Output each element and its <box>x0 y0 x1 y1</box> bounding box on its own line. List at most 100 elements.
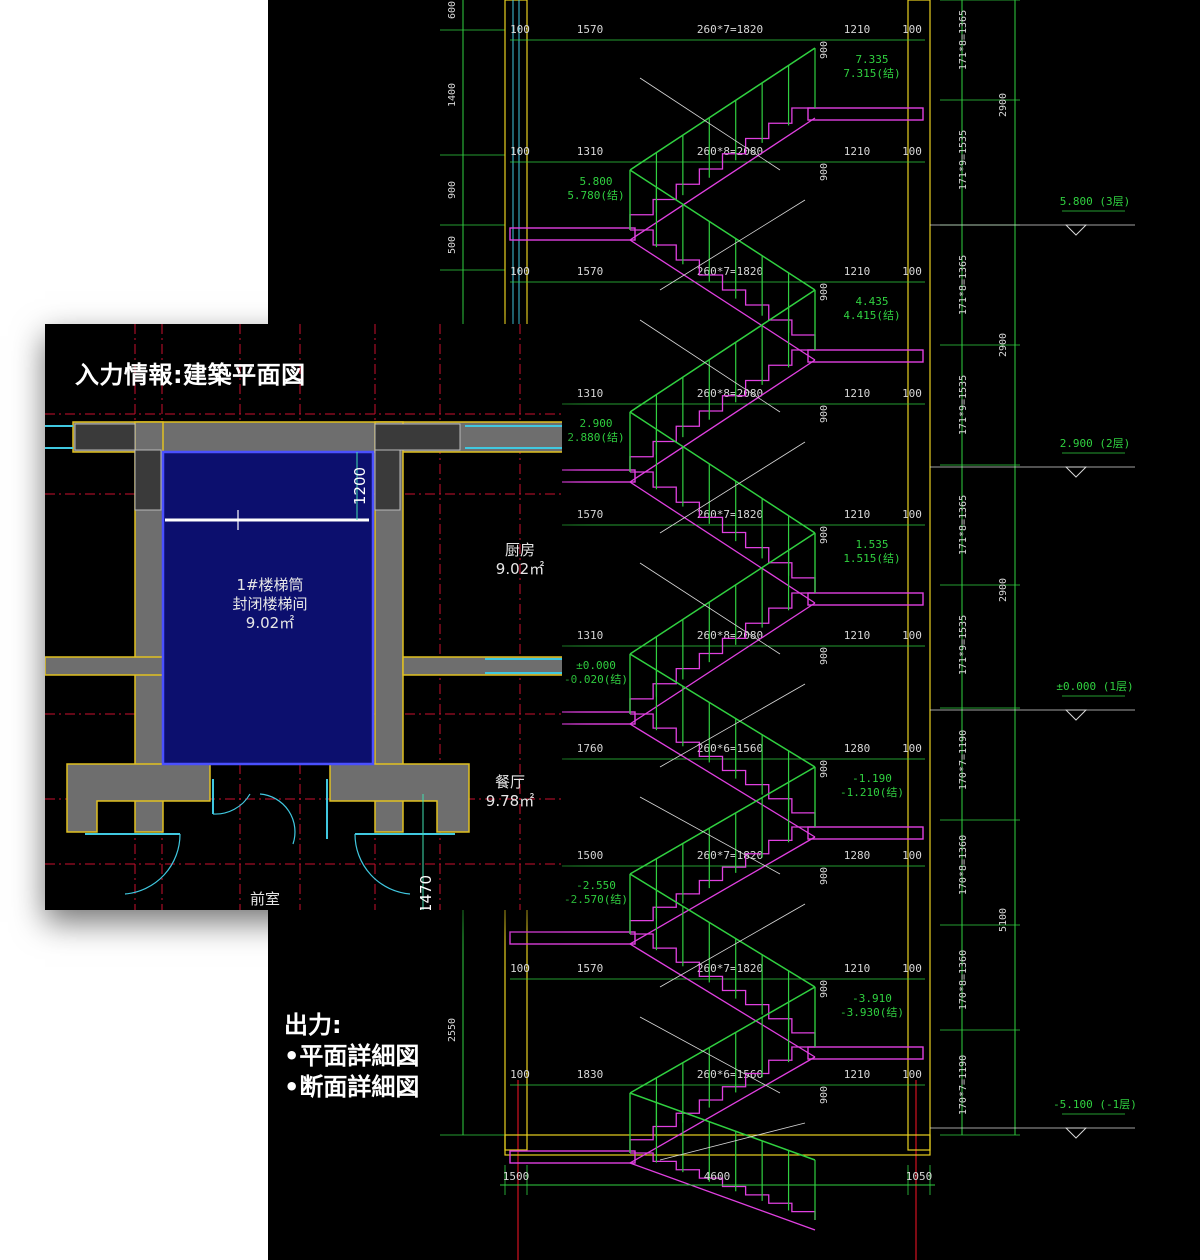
stair-flight <box>630 471 816 593</box>
bottom-slab <box>504 1134 931 1156</box>
row-height-dim: 900 <box>819 526 830 544</box>
row-mid-dim: 260*8=2080 <box>697 145 763 158</box>
row-left-dim: 1310 <box>577 145 604 158</box>
row-height-dim: 900 <box>819 647 830 665</box>
left-dim-text: 900 <box>447 181 458 199</box>
left-dim-text: 1400 <box>447 83 458 107</box>
floor-height-text: 2900 <box>998 578 1009 602</box>
row-mid-dim: 260*8=2080 <box>697 387 763 400</box>
row-left-dim: 1500 <box>577 849 604 862</box>
hidden-line <box>659 1122 806 1161</box>
handrail <box>629 169 816 291</box>
output-block: 出力: •平面詳細図 •断面詳細図 <box>284 1010 419 1103</box>
riser-dim-text: 170*8=1360 <box>958 950 969 1010</box>
left-dim-text: 500 <box>447 236 458 254</box>
level-triangle <box>1064 1127 1088 1139</box>
output-title: 出力: <box>284 1011 342 1039</box>
row-small-dim: 100 <box>902 962 922 975</box>
row-level-2: 2.880(结) <box>567 431 624 444</box>
right-wall <box>907 0 931 1151</box>
row-small-dim: 100 <box>902 849 922 862</box>
row-right-dim: 1280 <box>844 849 871 862</box>
row-right-dim: 1210 <box>844 629 871 642</box>
row-level-2: -0.020(结) <box>564 673 628 686</box>
handrail <box>629 532 816 655</box>
riser-dim-text: 171*8=1365 <box>958 495 969 555</box>
bottom-dim-text: 4600 <box>704 1170 731 1183</box>
plan-title: 入力情報:建築平面図 <box>75 361 306 389</box>
row-left-dim: 1570 <box>577 508 604 521</box>
dim-1200-label: 1200 <box>351 467 369 505</box>
floor-height-text: 2900 <box>998 333 1009 357</box>
riser-dim-text: 171*9=1535 <box>958 130 969 190</box>
handrail <box>629 873 816 988</box>
row-mid-dim: 260*6=1560 <box>697 1068 763 1081</box>
row-small-dim-left: 100 <box>510 1068 530 1081</box>
stair-soffit <box>629 723 816 838</box>
stair-soffit <box>629 836 816 945</box>
row-left-dim: 1570 <box>577 962 604 975</box>
handrail <box>629 1092 816 1161</box>
plan-drawing-card: 1200 1470 入力情報:建築平面図 1#楼梯筒 封闭楼梯间 9.02㎡ 厨… <box>45 324 562 910</box>
row-level-2: 7.315(结) <box>843 67 900 80</box>
stair-flight <box>630 713 816 827</box>
stair-room <box>161 450 375 766</box>
riser-dim-text: 171*9=1535 <box>958 615 969 675</box>
row-small-dim: 100 <box>902 629 922 642</box>
left-dim-text: 600 <box>447 1 458 19</box>
row-mid-dim: 260*7=1820 <box>697 962 763 975</box>
level-triangle <box>1064 466 1088 478</box>
stair-flight <box>629 592 815 714</box>
row-right-dim: 1210 <box>844 1068 871 1081</box>
row-left-dim: 1570 <box>577 265 604 278</box>
row-level-2: 1.515(结) <box>843 552 900 565</box>
stair-flight <box>630 229 816 350</box>
row-level-1: 1.535 <box>855 538 888 551</box>
dining-area: 9.78㎡ <box>485 792 535 810</box>
row-height-dim: 900 <box>819 980 830 998</box>
row-height-dim: 900 <box>819 405 830 423</box>
stair-soffit <box>629 239 816 361</box>
handrail <box>629 47 816 171</box>
row-mid-dim: 260*7=1820 <box>697 23 763 36</box>
dim-1470-label: 1470 <box>417 875 435 910</box>
row-level-2: -1.210(结) <box>840 786 904 799</box>
landing-slab <box>807 349 924 363</box>
bottom-dim-text: 1050 <box>906 1170 933 1183</box>
hidden-line <box>639 796 781 875</box>
row-small-dim: 100 <box>902 23 922 36</box>
handrail <box>629 986 816 1094</box>
row-small-dim: 100 <box>902 508 922 521</box>
hidden-line <box>639 319 781 413</box>
landing-slab <box>509 227 636 241</box>
landing-slab <box>509 1150 636 1164</box>
hidden-line <box>659 441 806 534</box>
row-mid-dim: 260*8=2080 <box>697 629 763 642</box>
row-right-dim: 1210 <box>844 23 871 36</box>
row-small-dim: 100 <box>902 387 922 400</box>
stair-soffit <box>629 602 816 725</box>
stair-flight <box>629 826 815 934</box>
row-height-dim: 900 <box>819 163 830 181</box>
handrail <box>629 766 816 875</box>
stair-flight <box>630 933 816 1047</box>
stair-flight <box>629 349 815 472</box>
anteroom-label: 前室 <box>249 890 280 908</box>
hidden-line <box>659 199 806 291</box>
row-level-2: -3.930(结) <box>840 1006 904 1019</box>
row-mid-dim: 260*6=1560 <box>697 742 763 755</box>
handrail <box>629 289 816 413</box>
riser-dim-text: 171*8=1365 <box>958 10 969 70</box>
row-right-dim: 1210 <box>844 387 871 400</box>
landing-slab <box>509 931 636 945</box>
row-level-1: 5.800 <box>579 175 612 188</box>
stair-label-1: 1#楼梯筒 <box>236 576 304 594</box>
landing-slab <box>807 1046 924 1060</box>
hidden-line <box>639 562 781 655</box>
row-height-dim: 900 <box>819 867 830 885</box>
row-small-dim: 100 <box>902 742 922 755</box>
row-level-1: -1.190 <box>852 772 892 785</box>
row-level-1: 4.435 <box>855 295 888 308</box>
kitchen-area: 9.02㎡ <box>495 560 545 578</box>
